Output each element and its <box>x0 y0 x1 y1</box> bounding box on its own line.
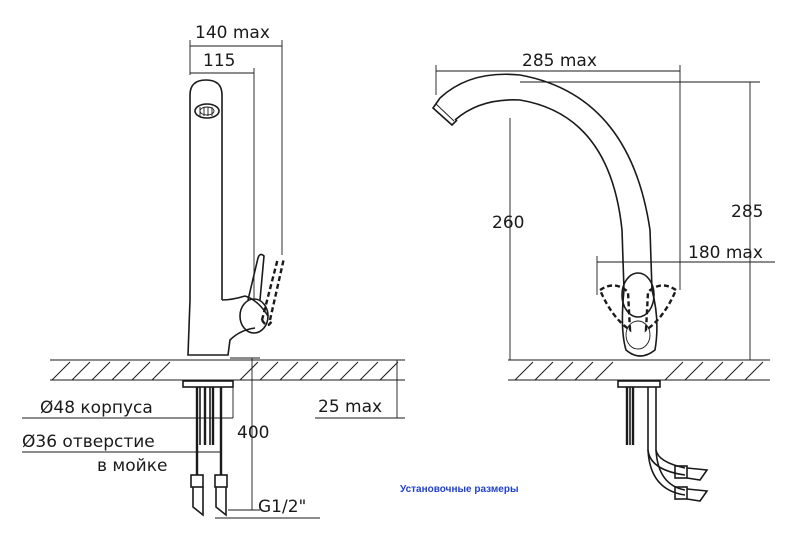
front-view-dimensions <box>435 65 775 360</box>
side-view-dimensions <box>22 40 405 519</box>
label-hole-diameter: Ø36 отверстие <box>22 432 155 452</box>
countertop <box>50 359 770 381</box>
countertop-hatching <box>51 361 764 381</box>
dim-115: 115 <box>203 51 235 71</box>
side-view-faucet <box>182 79 286 517</box>
caption-installation-dimensions: Установочные размеры <box>400 484 518 495</box>
label-body-diameter: Ø48 корпуса <box>40 398 153 418</box>
front-view-faucet <box>431 73 709 502</box>
dim-25-max: 25 max <box>318 397 382 417</box>
dim-180-max: 180 max <box>688 243 763 263</box>
dim-285-max: 285 max <box>522 51 597 71</box>
dim-400: 400 <box>237 423 269 443</box>
dim-285: 285 <box>731 202 763 222</box>
dim-260: 260 <box>492 213 524 233</box>
dim-140-max: 140 max <box>195 23 270 43</box>
dim-thread: G1/2" <box>258 497 306 517</box>
label-hole-location: в мойке <box>97 456 167 476</box>
